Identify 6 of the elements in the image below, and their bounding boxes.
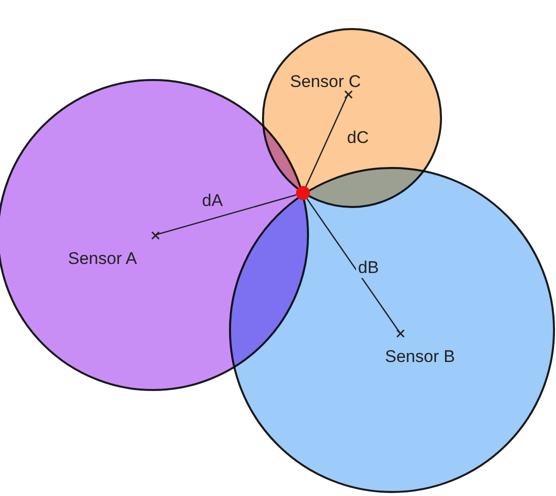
sensor-label: Sensor B [385, 347, 455, 367]
edge-label: dB [356, 258, 381, 278]
sensor-label: Sensor C [290, 72, 361, 92]
sensor-label: Sensor A [68, 249, 137, 269]
distance-line [154, 194, 296, 236]
distance-line [306, 198, 401, 334]
